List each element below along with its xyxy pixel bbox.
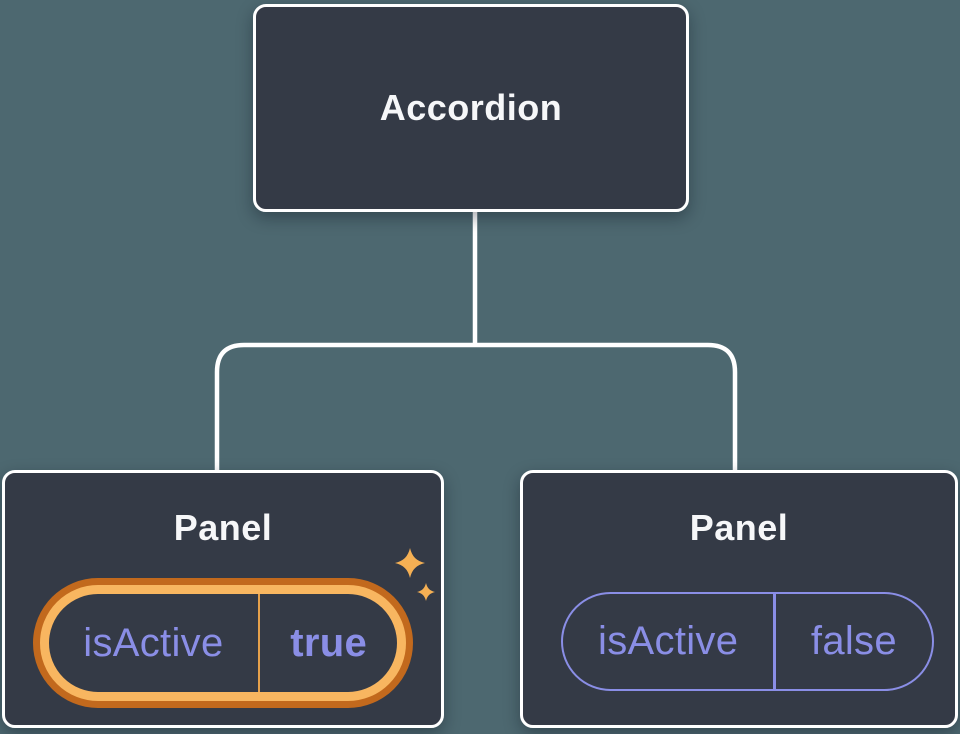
- panel-node-label: Panel: [173, 507, 273, 548]
- panel-node-label: Panel: [689, 507, 789, 548]
- state-key: isActive: [598, 619, 739, 663]
- state-value: true: [290, 620, 368, 665]
- state-key: isActive: [83, 620, 224, 665]
- panel-node-inactive: Panel isActive false: [520, 470, 958, 728]
- state-value: false: [810, 619, 897, 663]
- sparkles-icon: [395, 548, 435, 601]
- state-pill-inactive: isActive false: [561, 592, 934, 691]
- accordion-node: Accordion: [253, 4, 689, 212]
- connector-branch: [214, 342, 738, 471]
- pill-divider: [773, 594, 776, 689]
- pill-divider: [257, 594, 261, 692]
- panel-node-active: Panel isActive true: [2, 470, 444, 728]
- accordion-node-label: Accordion: [379, 87, 563, 128]
- state-pill-active: isActive true: [40, 585, 406, 701]
